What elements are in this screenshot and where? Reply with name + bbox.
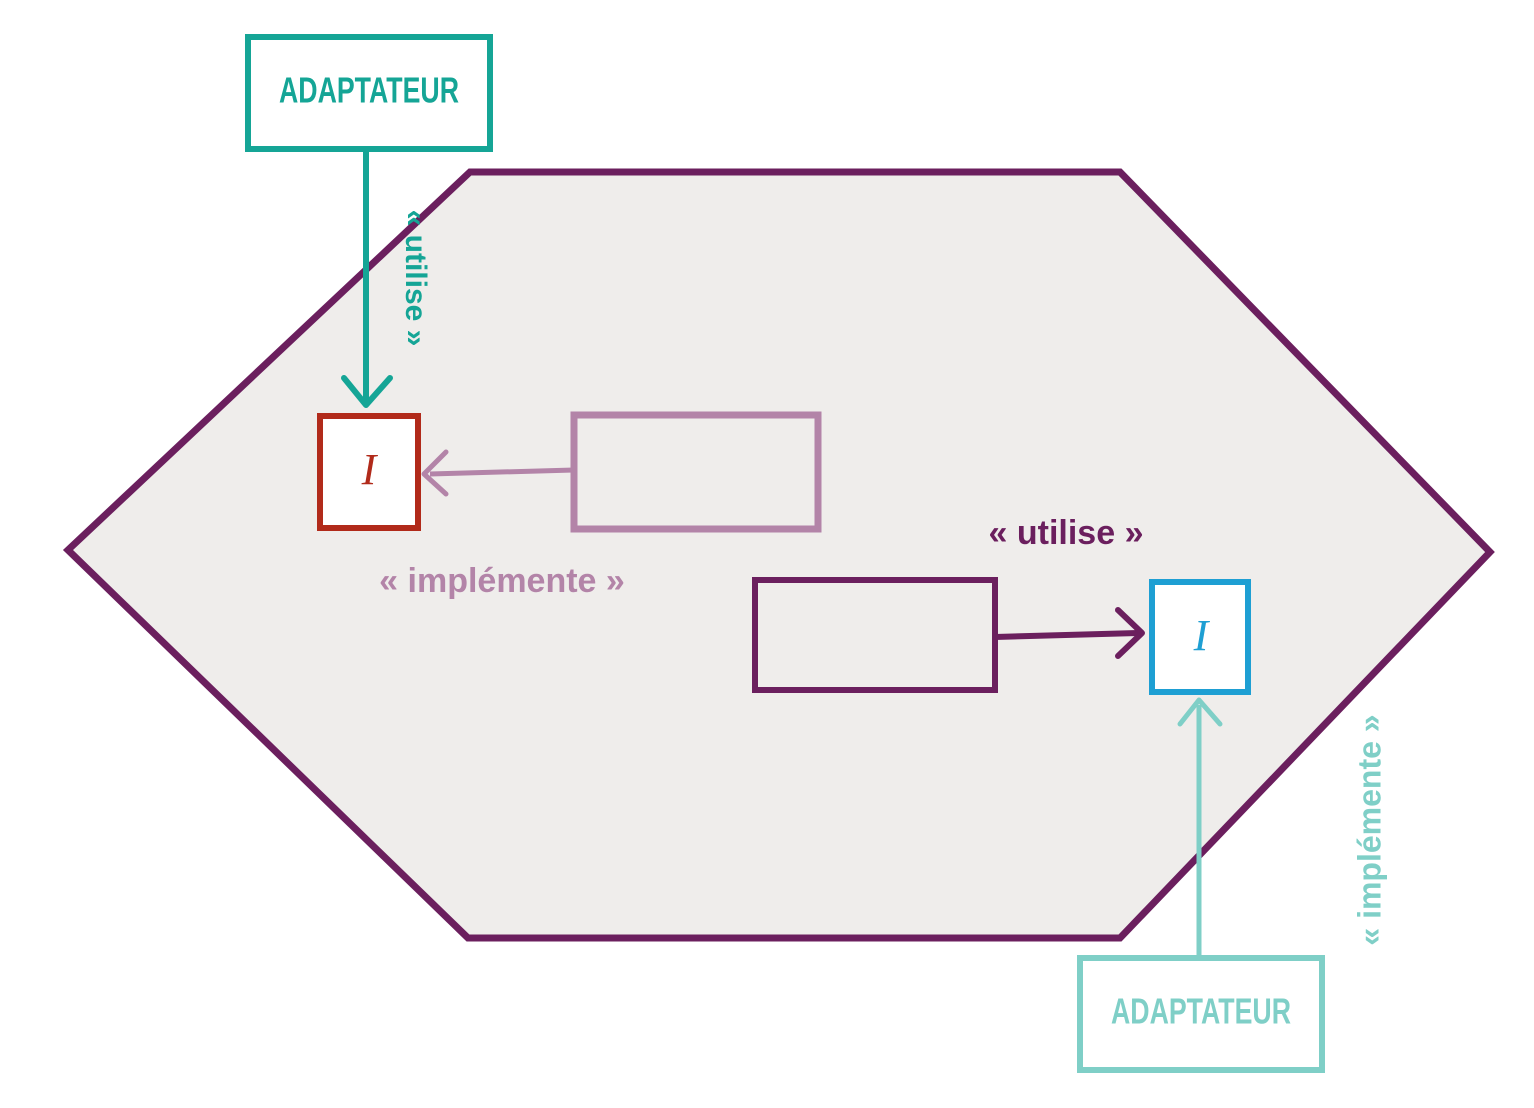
- adapter-top-label: ADAPTATEUR: [279, 70, 459, 111]
- adapter-bottom-box: [1077, 955, 1325, 1073]
- implements-arrow-line: [429, 467, 575, 477]
- port-left-box: [317, 413, 421, 531]
- adapter-top-box: [245, 34, 493, 152]
- bottom-implements-label: « implémente »: [1351, 714, 1387, 945]
- port-left-label: I: [361, 445, 379, 494]
- adapter-bottom-label: ADAPTATEUR: [1111, 991, 1291, 1032]
- port-right-box: [1149, 579, 1251, 695]
- top-uses-label: « utilise »: [399, 210, 432, 347]
- right-uses-label: « utilise »: [989, 514, 1144, 552]
- top-uses-arrow-head: [341, 375, 393, 408]
- implements-arrow-head: [421, 449, 449, 497]
- right-uses-arrow-line: [994, 630, 1139, 640]
- right-uses-arrow-head: [1115, 607, 1145, 659]
- port-right-label: I: [1193, 611, 1211, 660]
- left-implements-label: « implémente »: [379, 562, 625, 600]
- domain-hexagon: [62, 168, 1495, 942]
- bottom-implements-arrow-head: [1177, 697, 1223, 727]
